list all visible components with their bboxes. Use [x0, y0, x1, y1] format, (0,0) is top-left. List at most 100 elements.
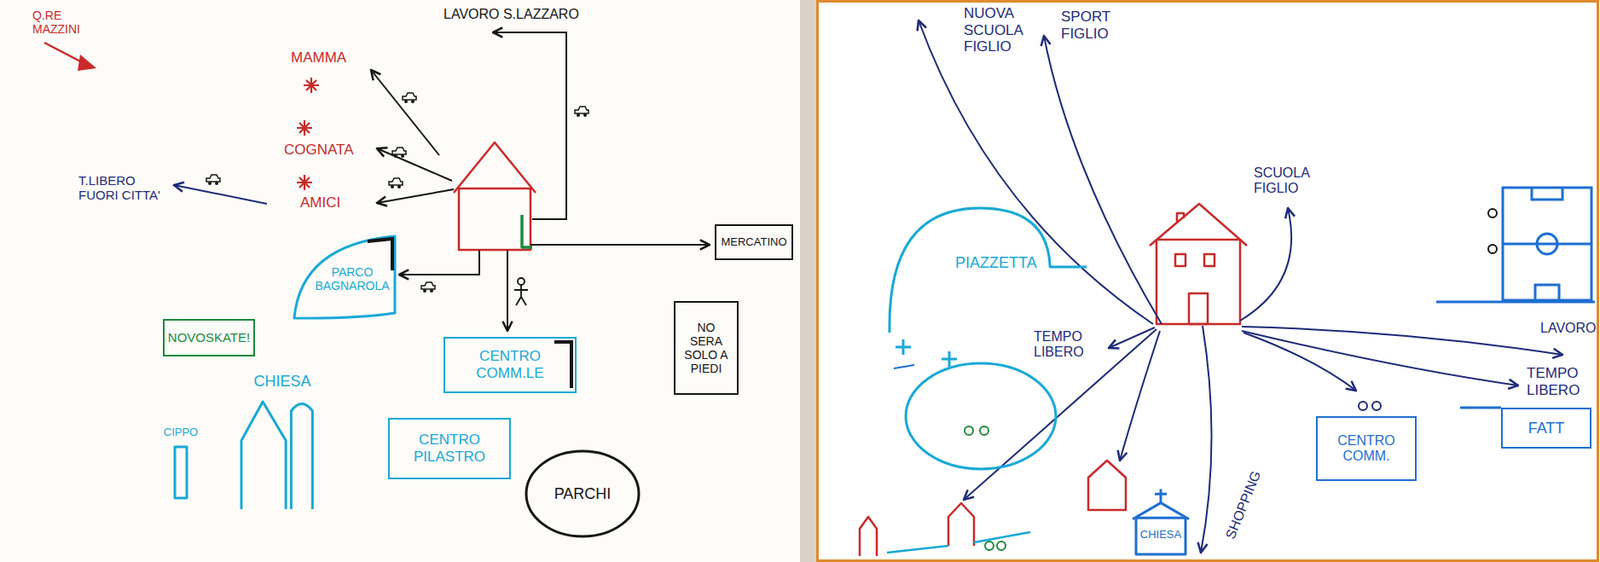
- node-text: PARCHI: [554, 485, 612, 504]
- trip-arrow: [1243, 332, 1357, 391]
- farm-box: FATT: [1501, 407, 1592, 449]
- trip-arrow: [399, 249, 480, 275]
- home-house: [1149, 203, 1247, 325]
- trip-arrow: [1119, 330, 1160, 461]
- home-house: [1149, 203, 1247, 246]
- home-house: [458, 188, 531, 250]
- trip-arrow: [371, 69, 440, 156]
- green-area: [893, 339, 1056, 470]
- people-mark: [1358, 401, 1381, 411]
- monument-drawing: CIPPO: [158, 426, 203, 500]
- chapel-drawing-outline: [1132, 489, 1189, 520]
- person-label: COGNATA: [284, 141, 354, 159]
- node-text: CENTRO PILASTRO: [394, 431, 505, 465]
- note-box: NO SERA SOLO A PIEDI: [673, 301, 739, 395]
- trip-arrow: [1200, 325, 1212, 553]
- car-icon: [574, 106, 589, 117]
- trip-arrow: [376, 148, 453, 181]
- church-drawing: CHIESA: [237, 372, 327, 510]
- church-drawing-outline: [237, 394, 327, 510]
- car-icon: [206, 92, 589, 293]
- trip-arrow: [1043, 35, 1162, 325]
- church-drawing-outline: [241, 401, 313, 510]
- trip-arrow: [918, 20, 1563, 553]
- home-house: [1175, 254, 1186, 267]
- node-text: FATT: [1528, 419, 1566, 438]
- chapel-drawing-outline: [1130, 487, 1191, 557]
- car-icon: [402, 92, 417, 104]
- node-text: PIAZZETTA: [955, 254, 1089, 273]
- football-field: [1502, 187, 1592, 301]
- green-area: [893, 365, 915, 369]
- ground-line: [997, 541, 1006, 551]
- home-house: [1176, 213, 1184, 224]
- park-circle-outline: [526, 451, 639, 537]
- asterisk: [296, 174, 313, 191]
- asterisk: [296, 120, 313, 136]
- ground-line: [886, 532, 1031, 553]
- people-mark: [1372, 401, 1381, 411]
- home-house: [453, 142, 536, 193]
- node-text: CIPPO: [158, 426, 203, 440]
- square-outline: PIAZZETTA: [886, 204, 1089, 335]
- walker-icon: [514, 278, 528, 306]
- small-house: [948, 503, 974, 546]
- node-text: NO SERA SOLO A PIEDI: [680, 320, 732, 376]
- node-text: PARCO BAGNAROLA: [313, 265, 392, 293]
- mall-box: CENTRO COMM.: [1315, 416, 1417, 482]
- node-text: CENTRO COMM.: [1322, 433, 1410, 465]
- ground-line: [985, 541, 994, 551]
- small-house: [859, 460, 1126, 557]
- leisure-label: TEMPO LIBERO: [1526, 365, 1595, 399]
- trip-arrow: [1241, 326, 1563, 355]
- green-area: [964, 426, 974, 435]
- node-text: CHIESA: [237, 372, 327, 391]
- chapel-drawing: CHIESA: [1130, 487, 1191, 557]
- work-label: LAVORO S.LAZZARO: [443, 6, 580, 23]
- monument-drawing-outline: [174, 446, 187, 499]
- ground-line: [886, 532, 1031, 553]
- park-shape: PARCO BAGNAROLA: [292, 234, 397, 320]
- district-label: Q.RE MAZZINI: [32, 8, 111, 36]
- walker-icon: [517, 278, 525, 285]
- node-text: MERCATINO: [720, 236, 787, 250]
- trip-arrow: [173, 32, 710, 331]
- trip-arrow: [376, 189, 454, 203]
- football-field: [1488, 244, 1497, 254]
- small-house: [1088, 460, 1126, 511]
- park-shape-outline: [294, 236, 395, 319]
- node-text: CHIESA: [1130, 528, 1191, 542]
- people-mark: [1358, 401, 1368, 411]
- trip-arrow: [963, 329, 1157, 500]
- football-field: [1488, 208, 1497, 218]
- car-icon: [388, 178, 403, 189]
- trip-arrow: [492, 32, 567, 220]
- paper: [0, 0, 800, 562]
- paper: [817, 1, 1599, 562]
- football-field: [1535, 284, 1560, 301]
- district-pointer: [44, 42, 84, 64]
- green-area: [895, 339, 957, 367]
- trip-arrow: [1241, 330, 1519, 386]
- football-field: [1531, 187, 1563, 200]
- small-house: [859, 516, 877, 557]
- sport-label: SPORT FIGLIO: [1060, 8, 1130, 42]
- home-house: [1188, 293, 1208, 325]
- home-house: [453, 142, 536, 250]
- skate-box: NOVOSKATE!: [162, 318, 256, 357]
- asterisk: [296, 77, 319, 191]
- home-house: [1204, 254, 1215, 267]
- green-area: [979, 426, 989, 435]
- trip-arrow: [173, 185, 267, 204]
- mall-box: CENTRO PILASTRO: [388, 417, 511, 480]
- district-pointer: [44, 42, 97, 71]
- park-circle: PARCHI: [523, 448, 642, 540]
- asterisk: [303, 77, 319, 93]
- car-icon: [392, 147, 406, 158]
- football-field: [1502, 243, 1592, 246]
- person-label: AMICI: [300, 194, 341, 212]
- person-label: MAMMA: [290, 49, 347, 67]
